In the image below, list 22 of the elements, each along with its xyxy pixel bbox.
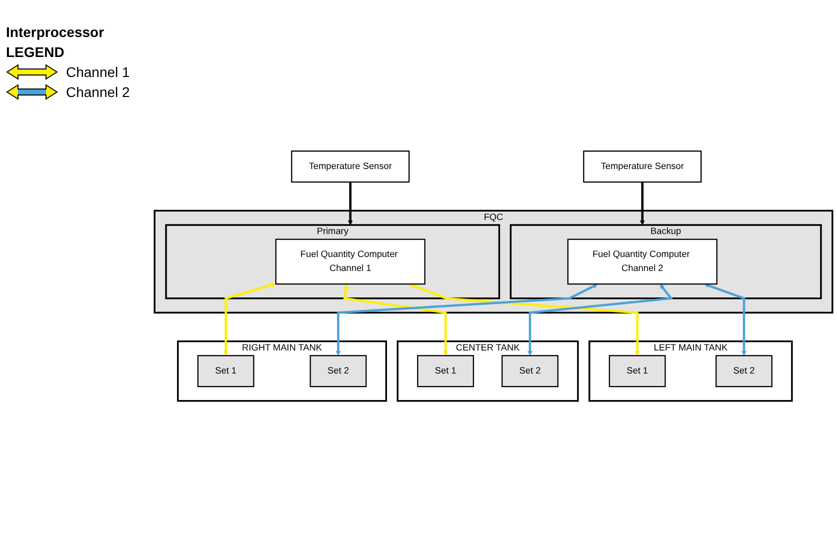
node-box: Set 1 [417,355,474,388]
note-text: Interprocessor [6,24,106,40]
node-box: Temperature Sensor [583,150,702,183]
arrow [336,284,598,356]
arrow [343,284,448,356]
node-box: Temperature Sensor [291,150,410,183]
node-box: Set 1 [197,355,254,388]
arrow [408,283,640,356]
arrow [223,282,276,356]
node-box: Fuel Quantity Computer Channel 2 [567,238,718,285]
legend-text: Channel 2 [66,84,130,100]
legend-text: Channel 1 [66,64,130,80]
node-box: Set 2 [502,355,558,388]
node-box: Set 1 [608,355,666,388]
arrow [640,182,645,226]
node-box: Set 2 [716,355,772,388]
arrow [704,283,747,356]
arrow [348,182,353,226]
node-box: Set 2 [310,355,367,388]
node-box: Fuel Quantity Computer Channel 1 [275,238,426,285]
arrow [527,284,674,356]
note-text: LEGEND [6,44,66,60]
